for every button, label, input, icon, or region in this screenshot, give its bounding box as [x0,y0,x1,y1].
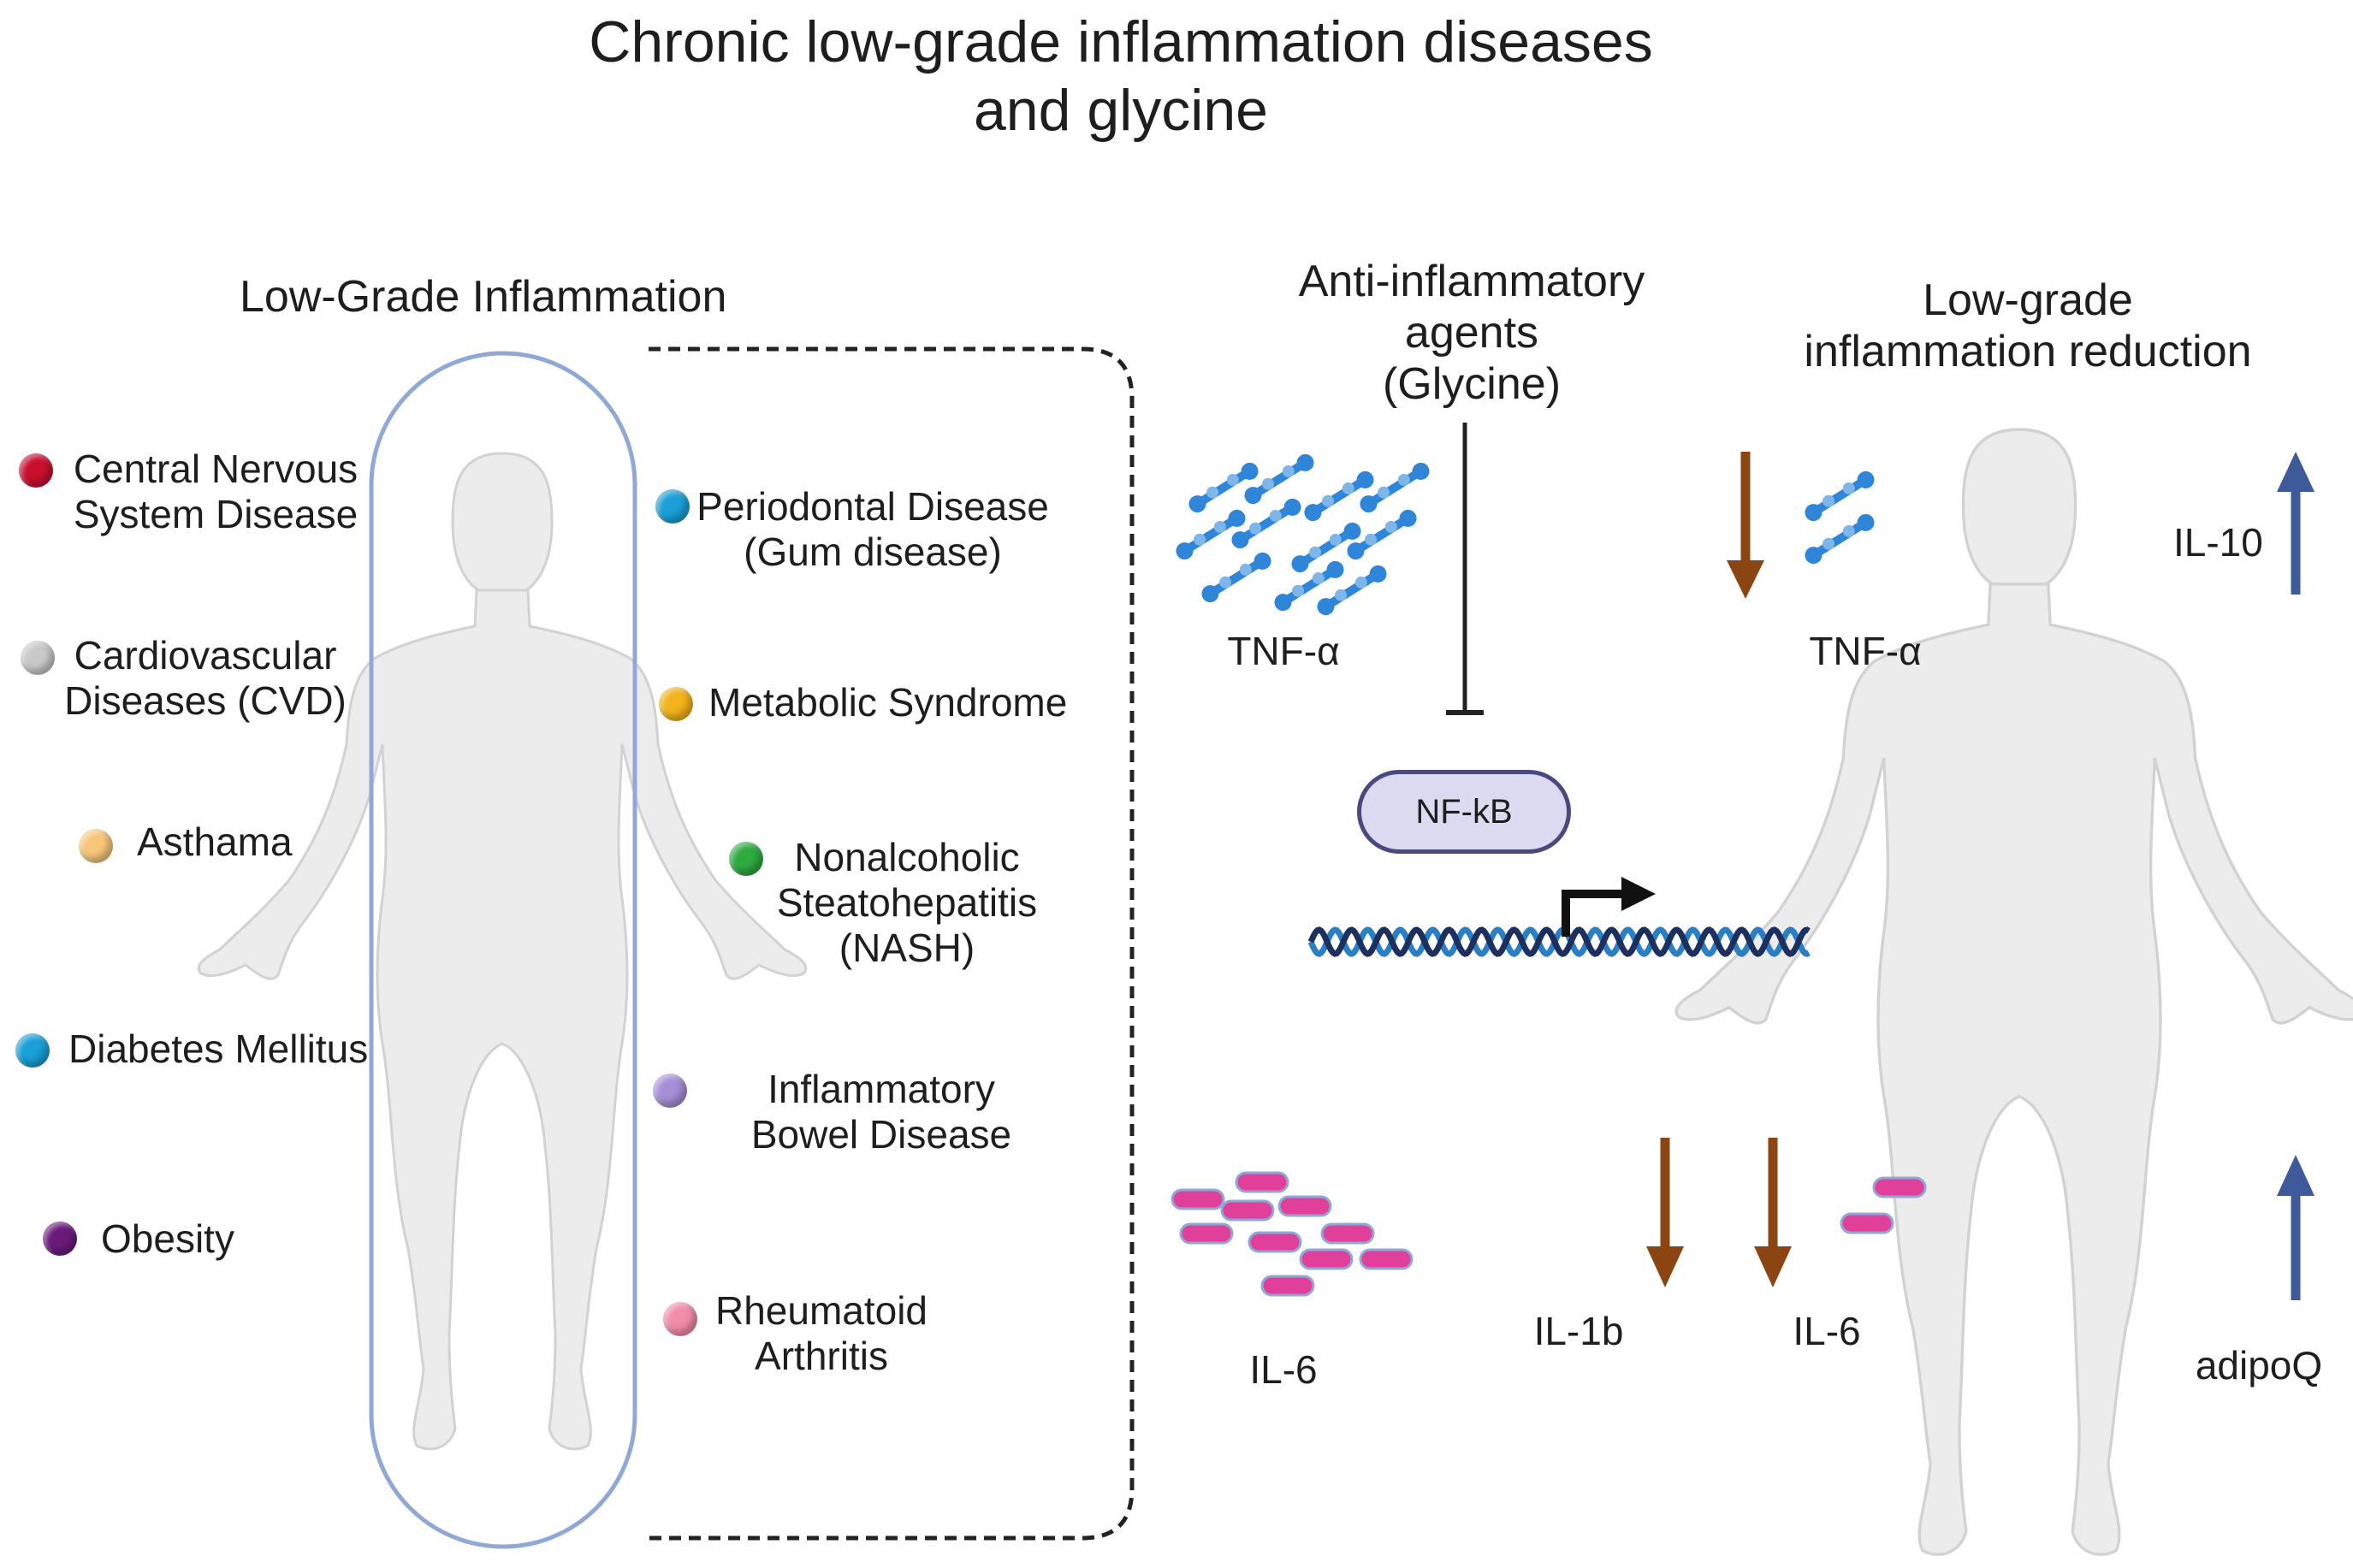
tnf-cluster-middle [1172,451,1433,618]
dna-helix [1307,926,1811,957]
il6-molecule-1 [1171,1188,1225,1210]
rheumatoid-dot [663,1302,697,1336]
tnf-label-middle: TNF-α [1227,629,1340,673]
il1b-label: IL-1b [1533,1309,1624,1353]
nash-dot [729,842,763,876]
diabetes-label: Diabetes Mellitus [68,1027,369,1071]
diagram-title: Chronic low-grade inflammation diseases … [0,9,2242,145]
obesity-label: Obesity [101,1216,234,1261]
left-panel-heading: Low-Grade Inflammation [240,272,727,322]
il6-molecule-6 [1248,1231,1302,1253]
arrow-down-il6 [1754,1138,1792,1287]
metabolic-label: Metabolic Syndrome [708,680,1068,725]
title-line-2: and glycine [973,77,1269,143]
il6-molecule-right-2 [1840,1212,1894,1234]
il6-molecule-9 [1299,1248,1354,1270]
tnf-molecule-11 [1313,562,1390,618]
il6-molecule-8 [1359,1248,1414,1270]
nfkb-label: NF-kB [1415,792,1513,831]
arrow-down-tnf [1727,452,1764,599]
il6-molecule-3 [1220,1199,1275,1222]
il6-molecule-right-1 [1872,1176,1927,1198]
asthma-dot [79,829,113,863]
periodontal-label: Periodontal Disease(Gum disease) [696,484,1049,574]
tnf-cluster-right [1801,468,1878,567]
tnf-molecule-9 [1198,549,1275,606]
diabetes-dot [15,1033,50,1068]
metabolic-dot [659,687,693,721]
tnf-molecule-10 [1271,558,1348,614]
cns-disease-dot [19,453,53,488]
arrow-up-adipoq [2277,1155,2314,1300]
obesity-dot [43,1222,77,1256]
il6-label-right: IL-6 [1793,1309,1861,1353]
arrow-down-il1b [1646,1138,1684,1287]
il6-molecule-7 [1320,1222,1375,1245]
periodontal-dot [655,489,690,524]
asthma-label: Asthama [137,820,293,864]
transcription-arrow [1562,877,1656,937]
il6-molecule-5 [1179,1222,1234,1245]
il6-cluster-middle [1171,1171,1414,1297]
il6-molecule-10 [1260,1275,1315,1297]
body-capsule-outline [369,351,637,1549]
arrow-up-il10 [2277,452,2314,595]
il6-molecule-2 [1235,1171,1289,1193]
tnf-label-right: TNF-α [1809,629,1922,673]
cvd-dot [21,641,55,675]
dashed-bracket [649,346,1135,1541]
ibd-dot [653,1074,687,1108]
nfkb-node: NF-kB [1357,770,1571,854]
il10-label: IL-10 [2173,520,2263,565]
adipoq-label: adipoQ [2195,1343,2323,1388]
il6-molecule-4 [1277,1195,1332,1217]
title-line-1: Chronic low-grade inflammation diseases [589,9,1653,74]
il6-label-middle: IL-6 [1249,1347,1318,1392]
